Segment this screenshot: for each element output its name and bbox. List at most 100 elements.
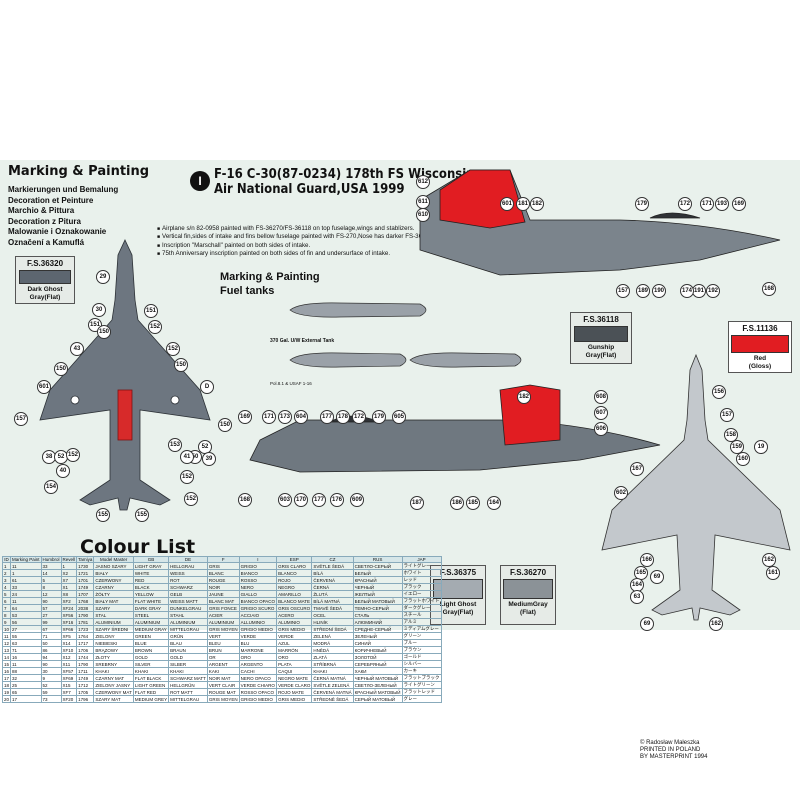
colour-list-cell: 14 (40, 569, 62, 577)
top-view-callout: 43 (70, 342, 84, 356)
colour-list-cell: ALUMINIUM (168, 618, 208, 626)
side-upper-callout: 189 (636, 284, 650, 298)
bottom-view-callout: 161 (766, 566, 780, 580)
colour-list-cell: 59 (40, 688, 62, 696)
colour-list-cell: PLATA (276, 660, 313, 668)
tank-sub: Pol.8.1 & USAF 1-16 (270, 381, 312, 386)
colour-list-cell: BLACK (132, 583, 170, 591)
colour-list-cell: 19 (1, 688, 12, 696)
colour-list-cell: カーキ (401, 667, 442, 675)
top-view-callout: 39 (202, 452, 216, 466)
colour-list-cell: 33 (40, 562, 62, 570)
colour-list-cell: 18 (1, 681, 12, 689)
colour-list-cell: 1749 (76, 674, 95, 682)
colour-list-cell: BLANCO (276, 569, 313, 577)
colour-list-cell: STEEL (132, 611, 170, 619)
colour-list-cell: WEISS MATT (168, 597, 208, 605)
colour-list-cell: 57 (40, 604, 62, 612)
colour-list-cell: ALUMINIO (276, 618, 313, 626)
colour-list-cell: 1706 (76, 646, 95, 654)
colour-list-cell: ROT (168, 576, 208, 584)
bottom-view-callout: 69 (650, 570, 664, 584)
colour-list-cell: 8 (1, 611, 12, 619)
colour-list-cell: SVĚTLE ZELENÁ (311, 681, 354, 689)
top-view-callout: 152 (180, 470, 194, 484)
colour-list-cell: 8 (40, 583, 62, 591)
colour-list-cell: XF24 (60, 604, 78, 612)
colour-list-cell: БЕЛЫЙ (352, 569, 403, 577)
bottom-view-callout: 162 (762, 553, 776, 567)
swatch-code: F.S.36375 (439, 568, 477, 577)
colour-list-cell: 73 (40, 695, 62, 703)
side-lower-callout: 173 (278, 410, 292, 424)
top-view-callout: 150 (97, 325, 111, 339)
tank-label: 370 Gal. U/W External Tank (270, 338, 335, 344)
colour-list-cell: KAKI (206, 667, 240, 675)
colour-list-cell: X15 (60, 681, 78, 689)
colour-list-cell: シルバー (401, 660, 442, 668)
colour-list-cell: 67 (40, 625, 62, 633)
colour-list-cell: ZIELONY (93, 632, 134, 640)
credit-line: PRINTED IN POLAND (640, 747, 701, 753)
colour-list-cell: BRAUN (168, 646, 208, 654)
colour-list-cell: ROJO MATE (276, 688, 313, 696)
colour-list-cell: КРАСНЫЙ МАТОВЫЙ (352, 688, 403, 696)
colour-list-cell: SREBRNY (93, 660, 134, 668)
colour-list-cell: NIEBIESKI (93, 639, 134, 647)
colour-list-cell: MITTELGRAU (168, 625, 208, 633)
colour-list-cell: X2 (60, 569, 78, 577)
colour-list-cell: GRIS (206, 562, 240, 570)
side-lower-callout: 170 (294, 493, 308, 507)
colour-list-cell: JASNO SZARY (93, 562, 134, 570)
colour-list-cell: VERT CLAIR (206, 681, 240, 689)
colour-list-cell: 14 (1, 653, 12, 661)
colour-list-cell: GOLD (132, 653, 170, 661)
top-view-callout: 153 (168, 438, 182, 452)
colour-list-cell: BLANC MAT (206, 597, 240, 605)
top-view-callout: 601 (37, 380, 51, 394)
colour-list-cell: BRĄZOWY (93, 646, 134, 654)
colour-list-cell: アルミ (401, 618, 442, 626)
colour-list-cell: STAHL (168, 611, 208, 619)
colour-list-cell: ALUMINIUM (206, 618, 240, 626)
colour-list-cell: 15 (1, 660, 12, 668)
top-view-callout: 155 (96, 508, 110, 522)
colour-list-header: Revell (60, 556, 78, 563)
colour-list-cell: STAL (93, 611, 134, 619)
top-view-callout: D (200, 380, 214, 394)
colour-list-cell: 1790 (76, 611, 95, 619)
bottom-view-callout: 156 (712, 385, 726, 399)
colour-list-cell: ARGENT (206, 660, 240, 668)
colour-list-cell: СТАЛЬ (352, 611, 403, 619)
colour-list-cell: OCEL (311, 611, 354, 619)
colour-list-cell: NOIR (206, 583, 240, 591)
colour-list-cell: GRIS MEDIO (276, 625, 313, 633)
side-upper-callout: 182 (530, 197, 544, 211)
colour-list-cell: イエロー (401, 590, 442, 598)
aircraft-title: F-16 C-30(87-0234) 178th FS Wisconsin Ai… (214, 167, 475, 197)
colour-list-cell: WHITE (132, 569, 170, 577)
colour-list-cell: 11 (10, 660, 42, 668)
swatch-name: Dark Ghost (27, 286, 63, 293)
colour-list-cell: XF10 (60, 646, 78, 654)
colour-list-cell: FLAT WHITE (132, 597, 170, 605)
colour-list-cell: 1768 (76, 597, 95, 605)
colour-list-cell: CACHI (238, 667, 278, 675)
colour-list-cell: 1717 (76, 639, 95, 647)
colour-list-cell: SVĚTLE ŠEDÁ (311, 562, 354, 570)
colour-list-cell: ТЕМНО-СЕРЫЙ (352, 604, 403, 612)
top-view-callout: 30 (92, 303, 106, 317)
swatch-name: Gunship (587, 344, 615, 351)
colour-list-cell: レッド (401, 576, 442, 584)
colour-list-header: Marking Paint (10, 556, 42, 563)
swatch-36270: F.S.36270 MediumGray (Flat) (500, 565, 556, 625)
colour-list-cell: 9 (40, 674, 62, 682)
colour-list-cell: 71 (40, 632, 62, 640)
side-lower-callout: 606 (594, 422, 608, 436)
